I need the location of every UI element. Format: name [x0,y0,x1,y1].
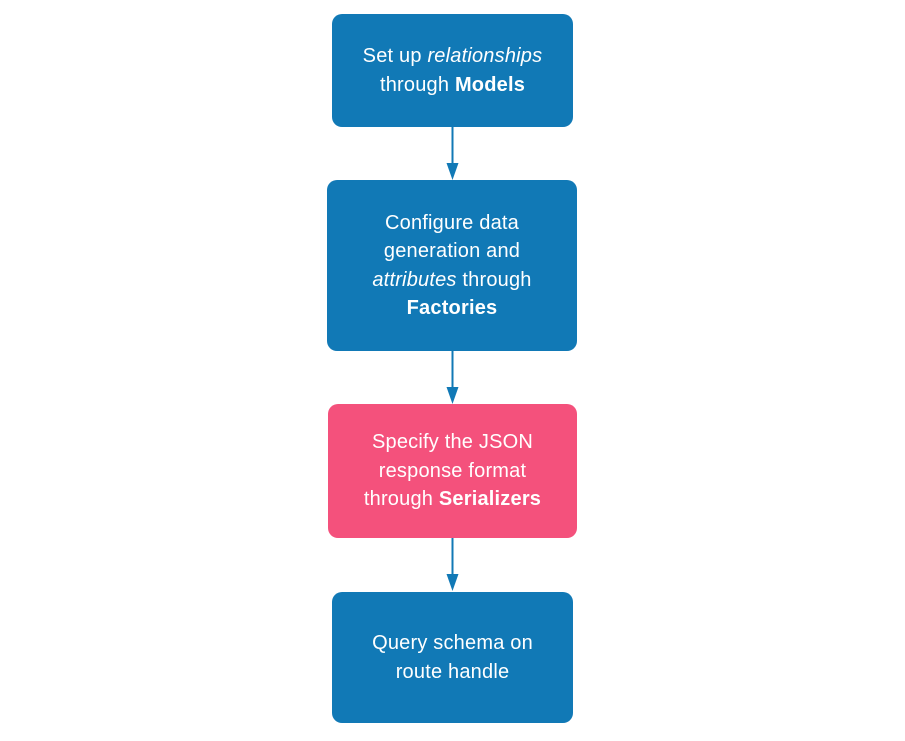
node-text-line: attributes through [372,268,532,291]
node-text-line: Query schema on [372,632,533,654]
node-text-line: Specify the JSON [371,431,534,454]
flow-node-serializers: Specify the JSON response format through S… [328,404,577,538]
node-text-line: Factories [406,297,498,319]
node-text-line: route handle [395,660,510,683]
flow-node-models: Set up relationships through Models [332,14,573,127]
node-text-line: through Serializers [363,488,542,511]
node-text-line: response format [378,459,527,482]
node-text-line: through Models [379,73,526,96]
flow-node-route-handle: Query schema on route handle [332,592,573,723]
arrow-down-icon [446,538,459,591]
arrow-down-icon [446,127,459,180]
node-text-line: Configure data [384,211,519,234]
arrow-down-icon [446,351,459,404]
flow-node-factories: Configure data generation and attributes t… [327,180,577,351]
node-text-line: Set up relationships [362,45,543,67]
node-text-line: generation and [383,240,521,262]
